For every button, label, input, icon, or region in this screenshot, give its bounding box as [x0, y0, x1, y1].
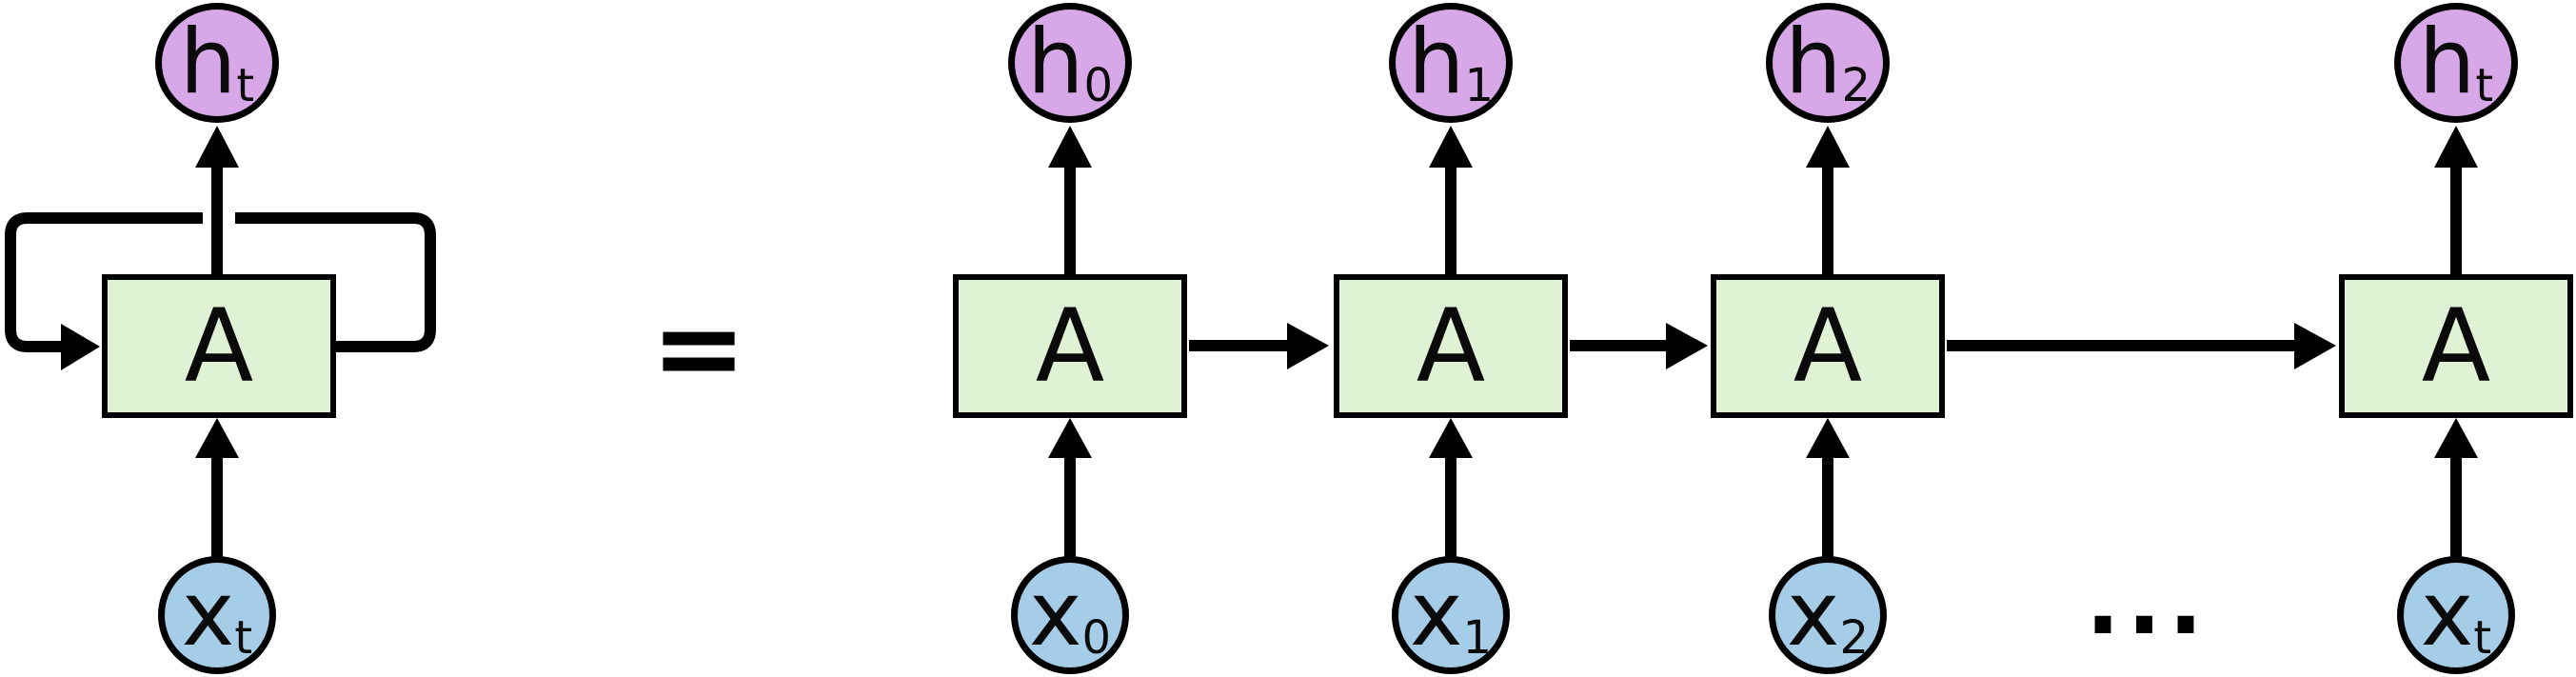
rnn-cell-t2: A — [1711, 274, 1945, 418]
node-label: h — [1784, 10, 1842, 114]
node-label: x — [1786, 563, 1840, 667]
node-label: x — [2420, 563, 2474, 667]
rnn-cell-tt: A — [2339, 274, 2573, 418]
node-label-subscript: 2 — [1841, 59, 1872, 112]
output-arrowhead — [1048, 126, 1092, 168]
cell-to-cell-arrowhead — [1666, 323, 1708, 369]
rnn-cell-t1: A — [1334, 274, 1568, 418]
node-label: x — [181, 563, 235, 667]
output-arrowhead — [195, 126, 239, 168]
cell-label: A — [1035, 288, 1105, 405]
node-label: h — [1407, 10, 1465, 114]
output-arrowhead — [2434, 126, 2478, 168]
output-arrow-shaft — [1064, 166, 1076, 274]
node-label-subscript: 1 — [1462, 611, 1493, 665]
output-arrowhead — [1806, 126, 1850, 168]
input-arrow-shaft — [2450, 456, 2462, 557]
node-label: h — [2418, 10, 2476, 114]
node-label-subscript: t — [2473, 611, 2492, 665]
ellipsis: ... — [2052, 543, 2243, 647]
output-arrow-shaft — [1822, 166, 1833, 274]
cell-label: A — [1416, 288, 1486, 405]
node-label: h — [179, 10, 237, 114]
cell-label: A — [1793, 288, 1863, 405]
node-label: x — [1028, 563, 1082, 667]
output-arrowhead — [1429, 126, 1473, 168]
cell-label: A — [184, 288, 254, 405]
equals-glyph: = — [650, 282, 747, 415]
output-arrow-shaft — [211, 166, 223, 274]
rnn-cell-t0: A — [953, 274, 1187, 418]
node-label-subscript: 1 — [1464, 59, 1495, 112]
input-arrowhead — [2434, 418, 2478, 458]
cell-to-cell-arrowhead — [1287, 323, 1329, 369]
cell-to-cell-arrow-shaft — [1189, 340, 1288, 351]
input-arrowhead — [1429, 418, 1473, 458]
input-arrowhead — [1806, 418, 1850, 458]
rnn-cell-rolled: A — [102, 274, 336, 418]
node-label: h — [1026, 10, 1084, 114]
input-arrow-shaft — [211, 456, 223, 557]
node-label-subscript: 0 — [1083, 59, 1114, 112]
cell-to-cell-arrow-shaft — [1570, 340, 1667, 351]
equals-sign: = — [623, 277, 775, 420]
cell-to-cell-arrowhead — [2294, 323, 2336, 369]
ellipsis-glyph: ... — [2085, 548, 2210, 655]
output-arrow-shaft — [2450, 166, 2462, 274]
recurrence-loop-arrow — [5, 212, 436, 352]
recurrence-loop-arrowhead — [61, 324, 100, 370]
input-arrow-shaft — [1064, 456, 1076, 557]
node-label-subscript: t — [234, 611, 253, 665]
output-arrow-shaft — [1445, 166, 1456, 274]
input-arrow-shaft — [1445, 456, 1456, 557]
node-label-subscript: t — [2475, 59, 2494, 112]
node-label-subscript: 0 — [1081, 611, 1112, 665]
node-label-subscript: t — [236, 59, 255, 112]
node-label: x — [1409, 563, 1463, 667]
input-arrow-shaft — [1822, 456, 1833, 557]
input-arrowhead — [195, 418, 239, 458]
node-label-subscript: 2 — [1839, 611, 1870, 665]
input-arrowhead — [1048, 418, 1092, 458]
cell-to-cell-arrow-shaft — [1947, 340, 2295, 351]
cell-label: A — [2421, 288, 2491, 405]
